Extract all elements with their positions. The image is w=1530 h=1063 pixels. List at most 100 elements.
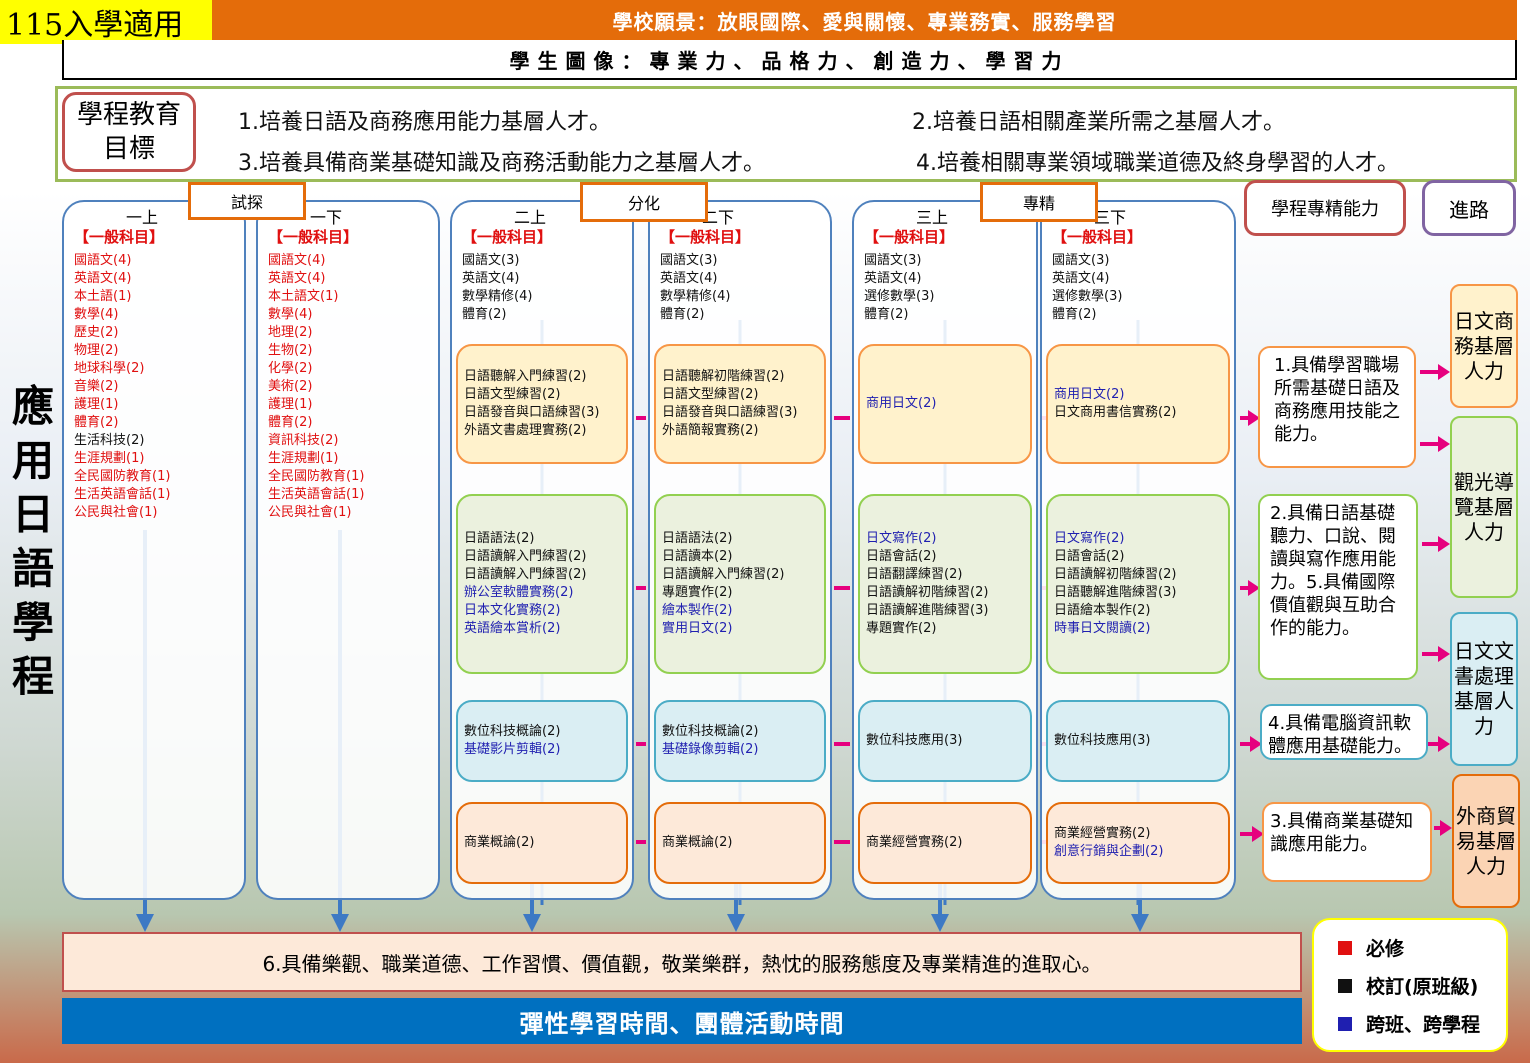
subject-item: 數學(4): [74, 307, 119, 322]
course-item: 日語讀解初階練習(2): [866, 585, 989, 600]
career-document-processing: 日文文書處理基層人力: [1450, 612, 1518, 766]
course-item: 數位科技應用(3): [1054, 733, 1151, 748]
course-group-box: 數位科技應用(3): [858, 700, 1032, 782]
course-group-box: 商用日文(2): [858, 344, 1032, 464]
down-arrow-head: [727, 914, 745, 932]
legend-swatch-school: [1338, 978, 1352, 993]
legend: 必修 校訂(原班級) 跨班、跨學程: [1312, 918, 1508, 1052]
pink-arrow-head: [1248, 410, 1260, 426]
ability-2-5: 2.具備日語基礎聽力、口說、閱讀與寫作應用能力。5.具備國際價值觀與互助合作的能…: [1258, 494, 1418, 680]
down-arrow-head: [1131, 914, 1149, 932]
down-arrow-head: [523, 914, 541, 932]
general-subjects-title: 【一般科目】: [268, 228, 359, 246]
subject-item: 體育(2): [864, 307, 909, 322]
course-item: 專題實作(2): [662, 585, 733, 600]
down-arrow-head: [931, 914, 949, 932]
general-subjects-title: 【一般科目】: [660, 228, 751, 246]
subject-item: 美術(2): [268, 379, 313, 394]
subject-item: 國語文(4): [74, 253, 132, 268]
ability-3: 3.具備商業基礎知識應用能力。: [1262, 802, 1432, 882]
education-goals-label: 學程教育目標: [62, 92, 196, 172]
subject-item: 英語文(4): [268, 271, 326, 286]
subject-item: 英語文(4): [660, 271, 718, 286]
goal-2: 2.培養日語相關產業所需之基層人才。: [912, 110, 1285, 135]
subject-item: 國語文(3): [660, 253, 718, 268]
subject-item: 音樂(2): [74, 379, 119, 394]
general-subjects-title: 【一般科目】: [1052, 228, 1143, 246]
legend-label-required: 必修: [1366, 938, 1405, 960]
legend-swatch-cross: [1338, 1016, 1352, 1031]
course-item: 日語聽解初階練習(2): [662, 369, 785, 384]
course-item: 日語會話(2): [1054, 549, 1125, 564]
subject-item: 數學(4): [268, 307, 313, 322]
course-item: 日語繪本製作(2): [1054, 603, 1151, 618]
course-item: 日語文型練習(2): [662, 387, 759, 402]
career-path-header: 進路: [1422, 180, 1516, 236]
subject-item: 地球科學(2): [74, 361, 145, 376]
flexible-learning-banner: 彈性學習時間、團體活動時間: [62, 998, 1302, 1044]
subject-item: 國語文(4): [268, 253, 326, 268]
subject-item: 英語文(4): [74, 271, 132, 286]
semester-title: 三上: [915, 208, 948, 227]
course-item: 日語讀解入門練習(2): [464, 549, 587, 564]
course-item: 英語繪本賞析(2): [464, 621, 561, 636]
course-item: 日語發音與口語練習(3): [662, 405, 798, 420]
subject-item: 本土語(1): [74, 289, 132, 304]
course-item: 日語讀解入門練習(2): [662, 567, 785, 582]
subject-item: 選修數學(3): [864, 289, 935, 304]
career-japanese-business: 日文商務基層人力: [1450, 284, 1518, 408]
ability-4: 4.具備電腦資訊軟體應用基礎能力。: [1260, 704, 1428, 760]
course-item: 時事日文閱讀(2): [1054, 621, 1151, 636]
course-item: 日語聽解進階練習(3): [1054, 585, 1177, 600]
legend-swatch-required: [1338, 940, 1352, 955]
course-item: 日語語法(2): [662, 531, 733, 546]
subject-item: 國語文(3): [1052, 253, 1110, 268]
subject-item: 國語文(3): [864, 253, 922, 268]
school-vision-banner: 學校願景：放眼國際、愛與關懷、專業務實、服務學習: [212, 0, 1517, 40]
subject-item: 選修數學(3): [1052, 289, 1123, 304]
course-item: 數位科技概論(2): [662, 724, 759, 739]
semester-title: 二下: [701, 208, 734, 227]
subject-item: 本土語文(1): [268, 289, 339, 304]
row-connector: [834, 742, 850, 746]
enrollment-year-badge: 115入學適用: [0, 0, 212, 44]
phase-differentiation: 分化: [580, 182, 708, 222]
phase-exploration: 試探: [188, 182, 306, 220]
general-subjects-title: 【一般科目】: [864, 228, 955, 246]
course-item: 商業概論(2): [464, 835, 535, 850]
subject-item: 公民與社會(1): [74, 505, 158, 520]
pink-arrow-head: [1438, 736, 1450, 752]
subject-item: 物理(2): [74, 343, 119, 358]
subject-item: 數學精修(4): [462, 289, 533, 304]
semester-title: 三下: [1093, 208, 1126, 227]
subject-item: 生物(2): [268, 343, 313, 358]
course-item: 日語文型練習(2): [464, 387, 561, 402]
course-item: 日語讀解進階練習(3): [866, 603, 989, 618]
subject-item: 護理(1): [74, 397, 119, 412]
subject-item: 公民與社會(1): [268, 505, 352, 520]
subject-item: 體育(2): [1052, 307, 1097, 322]
course-group-box: 日語聽解入門練習(2)日語文型練習(2)日語發音與口語練習(3)外語文書處理實務…: [456, 344, 628, 464]
course-group-box: 日語語法(2)日語讀本(2)日語讀解入門練習(2)專題實作(2)繪本製作(2)實…: [654, 494, 826, 674]
pink-arrow-head: [1440, 820, 1452, 836]
subject-item: 體育(2): [660, 307, 705, 322]
course-group-box: 商業經營實務(2) 創意行銷與企劃(2): [1046, 802, 1230, 884]
course-item: 日語讀本(2): [662, 549, 733, 564]
course-item: 日語會話(2): [866, 549, 937, 564]
course-item: 商業經營實務(2): [1054, 826, 1151, 841]
course-item: 辦公室軟體實務(2): [464, 585, 574, 600]
subject-item: 生活英語會話(1): [268, 487, 365, 502]
course-item: 專題實作(2): [866, 621, 937, 636]
legend-label-cross: 跨班、跨學程: [1366, 1014, 1481, 1036]
subject-item: 生活英語會話(1): [74, 487, 171, 502]
course-item: 基礎錄像剪輯(2): [662, 742, 759, 757]
course-item: 日語翻譯練習(2): [866, 567, 963, 582]
down-arrow-head: [331, 914, 349, 932]
course-item: 日語讀解入門練習(2): [464, 567, 587, 582]
legend-item-required: 必修: [1338, 934, 1404, 961]
course-item: 商用日文(2): [1054, 387, 1125, 402]
course-item: 創意行銷與企劃(2): [1054, 844, 1164, 859]
subject-item: 國語文(3): [462, 253, 520, 268]
subject-item: 英語文(4): [462, 271, 520, 286]
course-group-box: 日文寫作(2)日語會話(2)日語翻譯練習(2)日語讀解初階練習(2)日語讀解進階…: [858, 494, 1032, 674]
